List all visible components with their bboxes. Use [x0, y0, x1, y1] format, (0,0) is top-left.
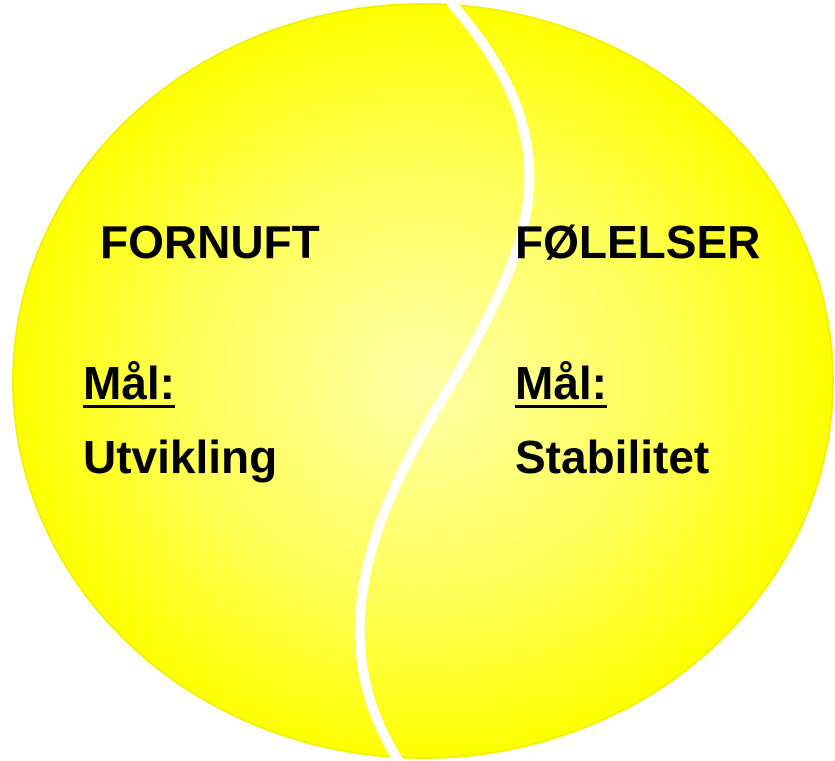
right-heading: FØLELSER — [515, 216, 761, 268]
right-goal-label: Mål: — [515, 357, 607, 409]
right-goal-value: Stabilitet — [515, 431, 710, 483]
yellow-circle — [12, 3, 834, 759]
left-goal-label: Mål: — [83, 357, 175, 409]
left-goal-value: Utvikling — [83, 431, 278, 483]
left-heading: FORNUFT — [100, 216, 320, 268]
s-curve-divider — [354, 0, 535, 761]
